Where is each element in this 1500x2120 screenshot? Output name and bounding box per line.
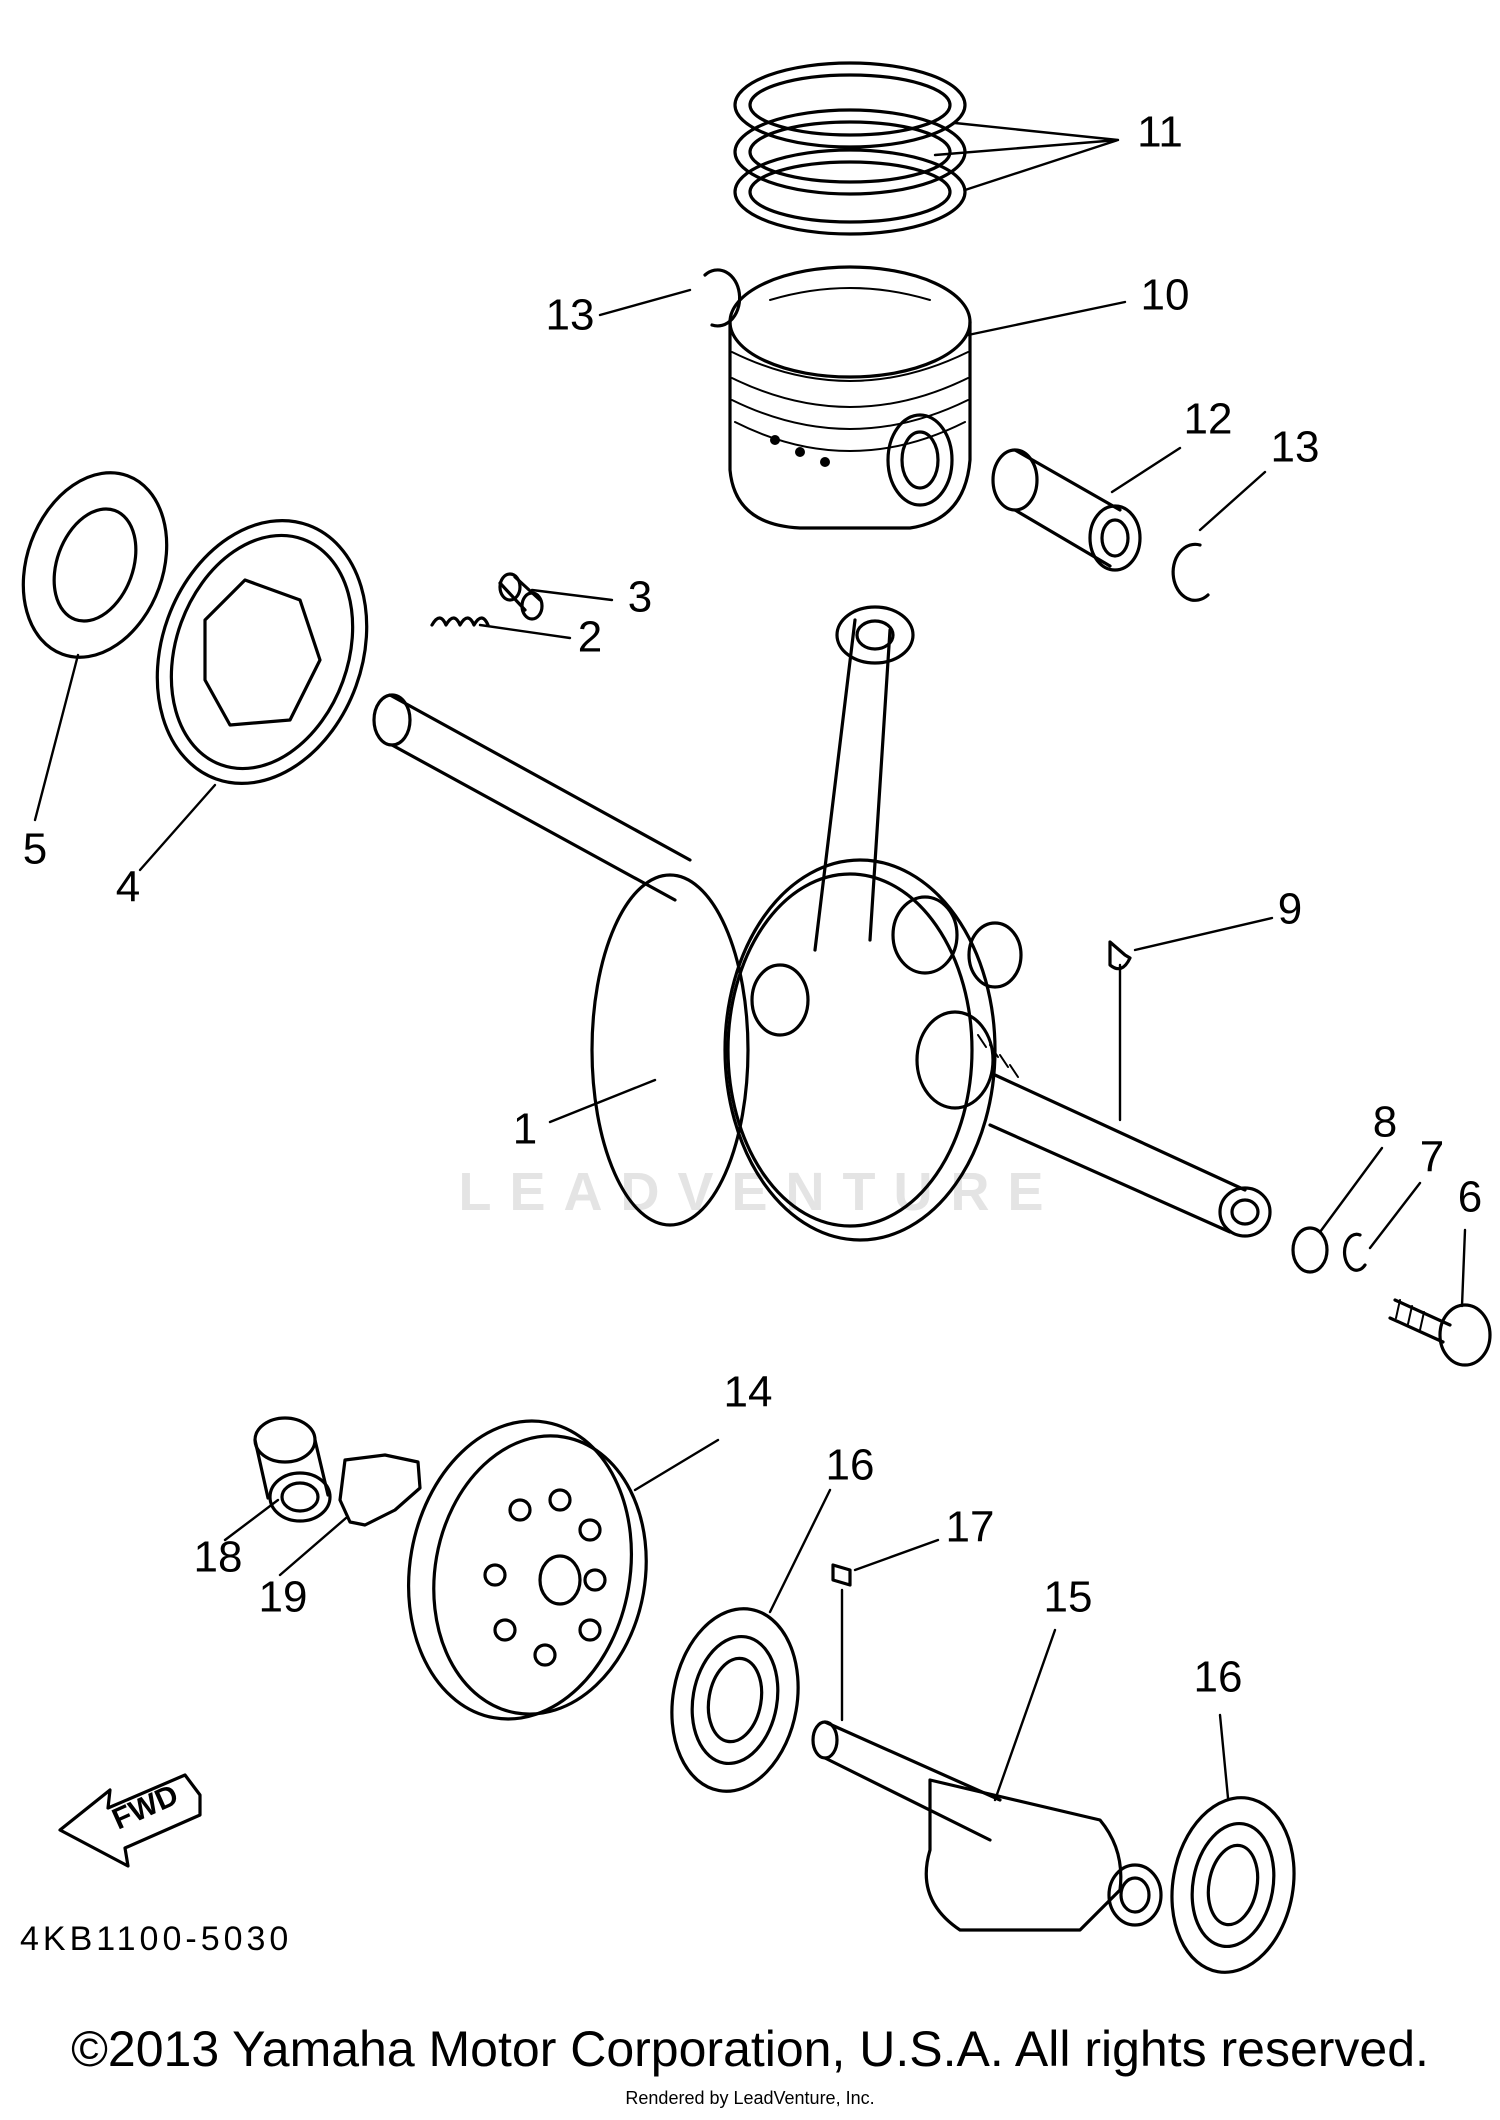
callout-1: 1 — [513, 1105, 537, 1154]
rendered-by-notice: Rendered by LeadVenture, Inc. — [625, 2088, 875, 2108]
ball-bearing-drawing — [670, 1607, 800, 1793]
callout-18: 18 — [194, 1533, 243, 1582]
ball-bearing-drawing — [1170, 1796, 1296, 1974]
crankshaft-drawing — [372, 605, 1272, 1242]
dowel-pin-drawing — [498, 572, 544, 621]
callout-15: 15 — [1044, 1573, 1093, 1622]
callout-7: 7 — [1420, 1133, 1444, 1182]
circlip-drawing — [1342, 1232, 1367, 1272]
spring-drawing — [430, 616, 490, 627]
woodruff-key-drawing — [1108, 940, 1132, 971]
piston-rings-drawing — [733, 61, 967, 236]
needle-bearing-drawing — [253, 1416, 332, 1523]
callout-9: 9 — [1278, 885, 1302, 934]
leader-lines — [33, 121, 1467, 1802]
watermark: LEADVENTURE — [458, 1162, 1061, 1222]
callout-14: 14 — [724, 1368, 773, 1417]
copyright-notice: ©2013 Yamaha Motor Corporation, U.S.A. A… — [71, 2021, 1429, 2077]
callout-12: 12 — [1184, 395, 1233, 444]
circlip-drawing — [703, 268, 742, 328]
balancer-shaft-drawing — [811, 1720, 1163, 1932]
fwd-arrow-icon: FWD — [58, 1773, 202, 1868]
callout-6: 6 — [1458, 1173, 1482, 1222]
callout-10: 10 — [1141, 271, 1190, 320]
diagram-code: 4KB1100-5030 — [20, 1920, 293, 1958]
callout-5: 5 — [23, 825, 47, 874]
washer-drawing — [21, 471, 169, 659]
key-drawing — [831, 1563, 852, 1587]
callout-16-left: 16 — [826, 1441, 875, 1490]
callout-3: 3 — [628, 573, 652, 622]
callout-11: 11 — [1137, 108, 1183, 157]
callout-17: 17 — [946, 1503, 995, 1552]
bolt-drawing — [1388, 1298, 1492, 1367]
piston-drawing — [728, 265, 972, 530]
callout-2: 2 — [578, 613, 602, 662]
callout-16-right: 16 — [1194, 1653, 1243, 1702]
callout-4: 4 — [116, 863, 140, 912]
washer-drawing — [1291, 1226, 1329, 1274]
callout-8: 8 — [1373, 1098, 1397, 1147]
callout-19: 19 — [259, 1573, 308, 1622]
plate-drawing — [338, 1453, 422, 1527]
drive-gear-drawing — [406, 1419, 648, 1721]
one-way-clutch-drawing — [155, 519, 369, 785]
callout-13-top: 13 — [546, 291, 595, 340]
piston-pin-drawing — [991, 448, 1142, 572]
circlip-drawing — [1171, 542, 1210, 602]
callout-13-right: 13 — [1271, 423, 1320, 472]
